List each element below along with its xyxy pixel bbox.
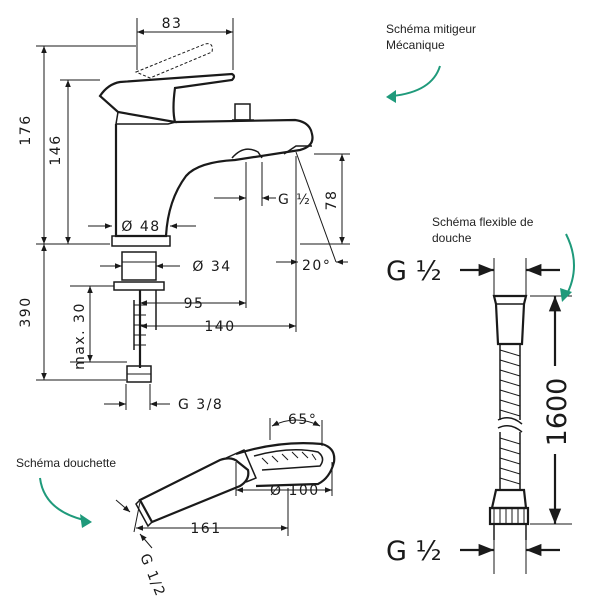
dim-hose-thread-top: G ½	[386, 256, 442, 287]
lever-raised-outline	[134, 43, 213, 79]
dim-146: 146	[48, 134, 64, 165]
dim-outlet-thread: G ½	[278, 192, 311, 208]
diverter-knob	[234, 103, 251, 121]
dim-diameter-48: Ø 48	[121, 219, 160, 235]
mixer-caption-line2: Mécanique	[386, 38, 445, 52]
hose-drawing: G ½ 1600 G ½ Schéma flexible de douche	[386, 215, 575, 574]
handshower-caption-arrow	[39, 477, 85, 521]
hose-caption-arrow	[565, 233, 575, 297]
hose-caption-line2: douche	[432, 231, 472, 245]
dim-hose-thread-bottom: G ½	[386, 536, 442, 567]
mixer-body	[114, 118, 314, 238]
mixer-caption-arrow	[391, 65, 441, 97]
dim-161: 161	[190, 521, 221, 537]
handshower-drawing: 65° Ø 100 161 G 1/2 Schéma douchette	[16, 412, 336, 600]
dim-angle-65: 65°	[288, 412, 317, 428]
hose-top-fitting	[492, 294, 528, 346]
handshower-caption: Schéma douchette	[16, 456, 116, 470]
mixer-drawing: 83 176 146 390 max. 30 Ø 48 Ø 34 95	[18, 16, 476, 413]
dim-95: 95	[184, 296, 205, 312]
hose-caption-line1: Schéma flexible de	[432, 215, 534, 229]
dim-78: 78	[324, 190, 340, 211]
dim-176: 176	[18, 114, 34, 145]
dim-angle-20: 20°	[302, 258, 331, 274]
dim-1600: 1600	[542, 378, 573, 447]
dim-390: 390	[18, 296, 34, 327]
mixer-base	[111, 235, 171, 247]
dim-diameter-34: Ø 34	[192, 259, 231, 275]
dim-max30: max. 30	[72, 302, 88, 370]
dim-83: 83	[162, 16, 183, 32]
lever-outline	[98, 72, 236, 124]
mixer-caption-line1: Schéma mitigeur	[386, 22, 476, 36]
dim-140: 140	[204, 319, 235, 335]
hose-bottom-fitting	[490, 488, 528, 510]
handshower-handle	[138, 457, 250, 524]
dim-supply-thread: G 3/8	[178, 397, 223, 413]
dim-handshower-thread: G 1/2	[136, 552, 168, 600]
dim-diameter-100: Ø 100	[270, 483, 320, 499]
handshower-head	[235, 442, 336, 488]
